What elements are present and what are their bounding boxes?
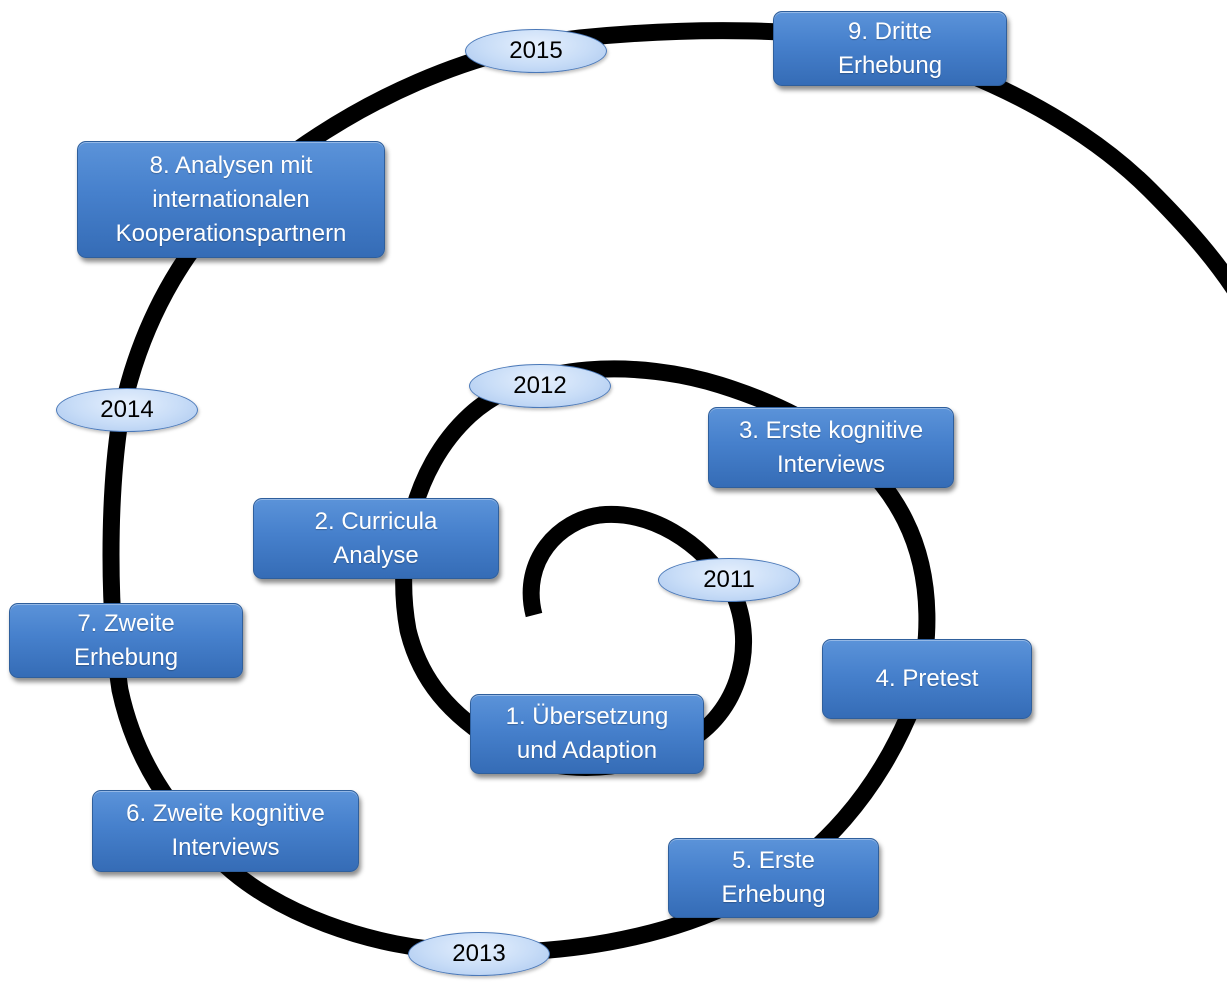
step-8-box: 8. Analysen mit internationalen Kooperat… [77,141,385,258]
step-5-line-2: Erhebung [721,881,826,908]
step-8-line-1: 8. Analysen mit [149,151,313,179]
year-2011-label: 2011 [658,558,800,602]
step-2-line-1: 2. Curricula [314,507,438,535]
step-2-line-2: Analyse [333,541,419,569]
step-9-line-2: Erhebung [837,51,943,79]
step-9-line-1: 9. Dritte [847,17,933,45]
step-1-line-2: und Adaption [516,737,658,764]
step-3-line-1: 3. Erste kognitive [738,416,924,444]
year-2012-label: 2012 [469,364,611,408]
step-6-box: 6. Zweite kognitive Interviews [92,790,359,872]
step-9-box: 9. Dritte Erhebung [773,11,1007,86]
step-8-line-3: Kooperationspartnern [115,219,347,247]
step-7-line-2: Erhebung [73,643,179,671]
step-8-line-2: internationalen [152,185,310,213]
step-2-box: 2. Curricula Analyse [253,498,499,579]
step-4-line-1: 4. Pretest [875,665,979,692]
step-5-line-1: 5. Erste [732,847,815,874]
step-7-box: 7. Zweite Erhebung [9,603,243,678]
step-4-box: 4. Pretest [822,639,1032,719]
step-3-box: 3. Erste kognitive Interviews [708,407,954,488]
year-2013-label: 2013 [408,932,550,976]
year-2015-label: 2015 [465,29,607,73]
step-6-line-2: Interviews [171,834,280,861]
step-5-box: 5. Erste Erhebung [668,838,879,918]
step-6-line-1: 6. Zweite kognitive [126,800,325,827]
step-1-box: 1. Übersetzung und Adaption [470,694,704,774]
step-3-line-2: Interviews [776,450,886,478]
year-2014-label: 2014 [56,388,198,432]
step-7-line-1: 7. Zweite [77,609,175,637]
step-1-line-1: 1. Übersetzung [505,703,669,730]
